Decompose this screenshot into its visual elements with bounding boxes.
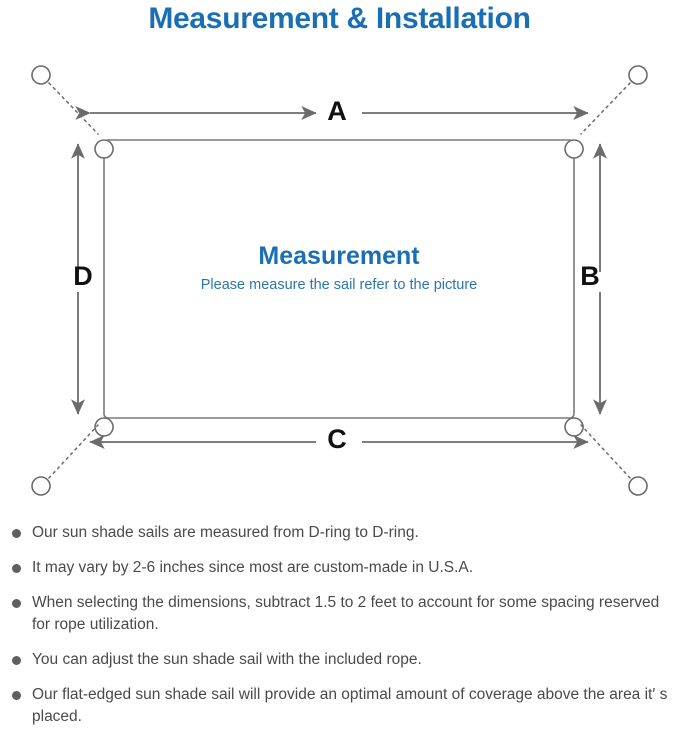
list-item: Our flat-edged sun shade sail will provi… bbox=[0, 684, 679, 728]
rope-top-right bbox=[580, 82, 631, 135]
rope-top-left bbox=[48, 82, 99, 135]
rope-bottom-left bbox=[48, 424, 99, 479]
dimension-label-c: C bbox=[327, 424, 347, 454]
note-text: When selecting the dimensions, subtract … bbox=[32, 594, 660, 633]
sail-body bbox=[103, 139, 575, 419]
note-text: Our sun shade sails are measured from D-… bbox=[32, 524, 419, 541]
dimension-label-a: A bbox=[327, 96, 347, 126]
note-text: Our flat-edged sun shade sail will provi… bbox=[32, 686, 668, 725]
list-item: You can adjust the sun shade sail with t… bbox=[0, 649, 679, 671]
note-text: It may vary by 2-6 inches since most are… bbox=[32, 559, 474, 576]
dimension-label-d: D bbox=[73, 261, 93, 291]
anchor-ring-bottom-right bbox=[628, 476, 648, 496]
list-item: When selecting the dimensions, subtract … bbox=[0, 592, 679, 636]
dimension-label-b: B bbox=[580, 261, 600, 291]
bullet-icon bbox=[12, 656, 21, 665]
bullet-icon bbox=[12, 691, 21, 700]
list-item: It may vary by 2-6 inches since most are… bbox=[0, 557, 679, 579]
anchor-ring-bottom-left bbox=[31, 476, 51, 496]
notes-list: Our sun shade sails are measured from D-… bbox=[0, 522, 679, 741]
page-title: Measurement & Installation bbox=[148, 2, 531, 35]
sail-measurement-diagram bbox=[0, 44, 679, 514]
anchor-ring-top-right bbox=[628, 65, 648, 85]
bullet-icon bbox=[12, 564, 21, 573]
d-ring-bottom-right bbox=[564, 417, 584, 437]
bullet-icon bbox=[12, 599, 21, 608]
bullet-icon bbox=[12, 529, 21, 538]
anchor-ring-top-left bbox=[31, 65, 51, 85]
d-ring-top-left bbox=[94, 139, 114, 159]
rope-bottom-right bbox=[580, 424, 631, 479]
list-item: Our sun shade sails are measured from D-… bbox=[0, 522, 679, 544]
note-text: You can adjust the sun shade sail with t… bbox=[32, 651, 422, 668]
d-ring-bottom-left bbox=[94, 417, 114, 437]
d-ring-top-right bbox=[564, 139, 584, 159]
